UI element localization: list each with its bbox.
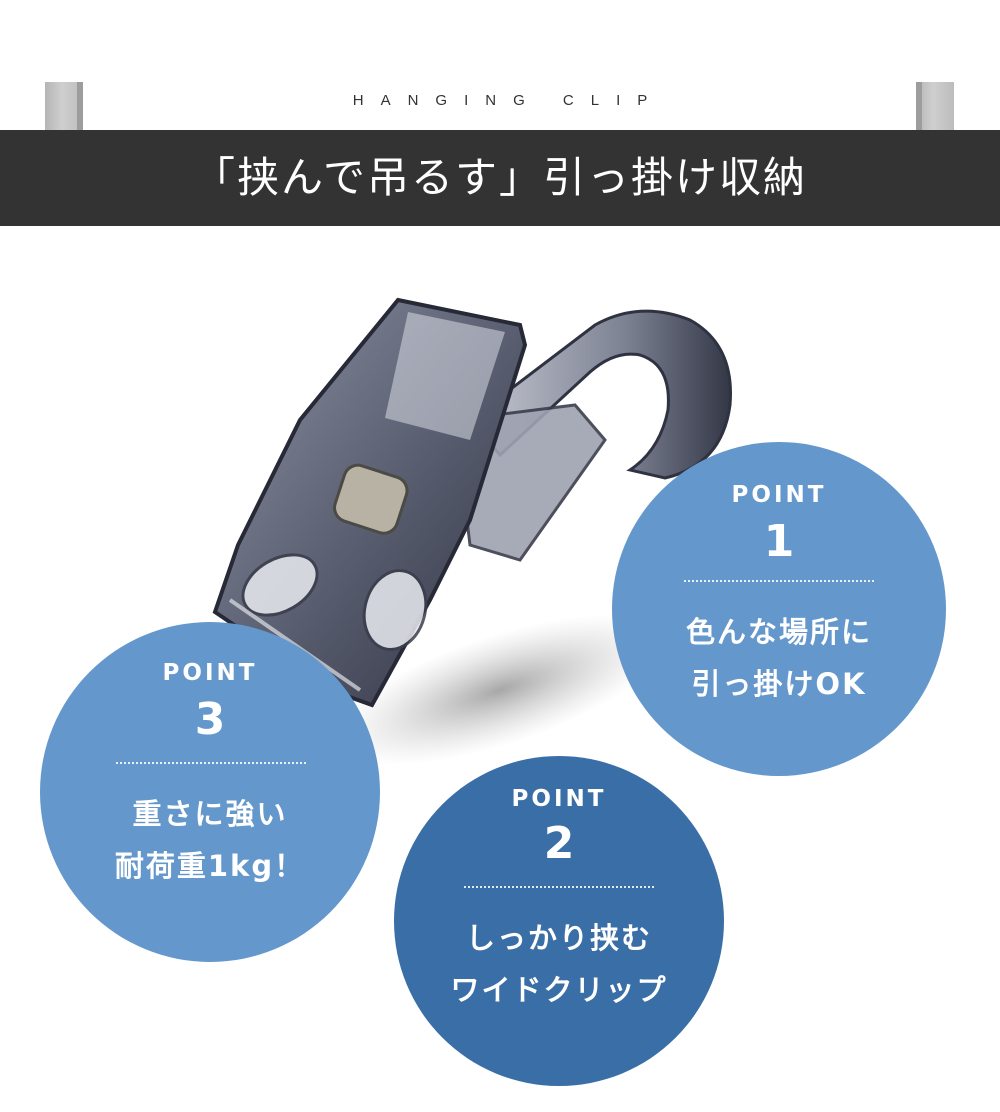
point-1-number: 1	[763, 516, 795, 567]
point-1-circle: POINT 1 色んな場所に 引っ掛けOK	[612, 442, 946, 776]
point-3-circle: POINT 3 重さに強い 耐荷重1kg！	[40, 622, 380, 962]
clip-grip-hole-right	[362, 569, 428, 651]
point-2-label: POINT	[511, 786, 607, 812]
point-1-divider	[684, 580, 874, 582]
point-3-line-1: 重さに強い	[132, 797, 288, 831]
point-2-circle: POINT 2 しっかり挟む ワイドクリップ	[394, 756, 724, 1086]
page-title: 「挟んで吊るす」引っ掛け収納	[193, 153, 807, 202]
point-3-number: 3	[194, 694, 226, 745]
point-1-line-1: 色んな場所に	[685, 615, 872, 649]
point-2-divider	[464, 886, 654, 888]
point-2-line-2: ワイドクリップ	[450, 973, 668, 1007]
point-1-label: POINT	[731, 482, 827, 508]
title-banner: 「挟んで吊るす」引っ掛け収納	[0, 130, 1000, 226]
point-2-number: 2	[543, 818, 575, 869]
clip-grip-hole-left	[241, 553, 319, 617]
point-2-line-1: しっかり挟む	[465, 921, 652, 955]
point-3-line-2: 耐荷重1kg！	[114, 849, 306, 883]
clip-jaw-highlight	[385, 312, 505, 440]
eyebrow-text: HANGING CLIP	[352, 92, 665, 109]
clip-spring	[333, 463, 409, 535]
point-3-label: POINT	[162, 660, 258, 686]
point-1-line-2: 引っ掛けOK	[691, 667, 867, 701]
point-3-divider	[116, 762, 306, 764]
clip-shadow	[332, 614, 668, 766]
